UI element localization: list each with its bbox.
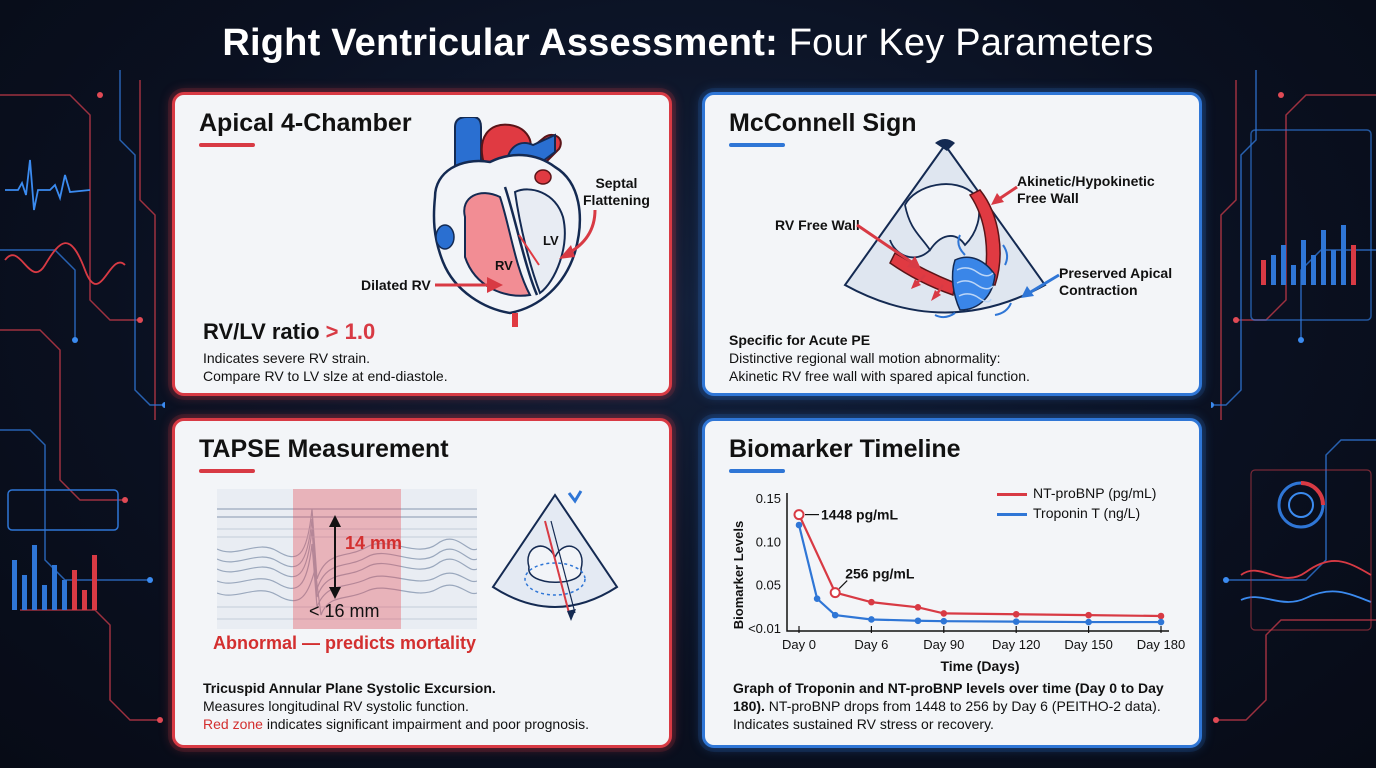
x-tick-label: Day 180 [1137,637,1185,652]
y-tick-label: 0.05 [756,578,781,593]
preserved-label-line2: Contraction [1059,282,1138,298]
chart-y-ticks: 0.15 0.10 0.05 <0.01 [748,491,781,636]
x-tick-label: Day 120 [992,637,1040,652]
legend-label: NT-proBNP (pg/mL) [1033,485,1157,501]
tapse-card-title: TAPSE Measurement [199,435,449,463]
m-mode-trace [217,489,477,629]
chart-series [793,509,1165,626]
rv-free-wall-label: RV Free Wall [775,217,860,233]
biomarker-title-underline [729,469,785,473]
biomarker-timeline-card: Biomarker Timeline 0.15 0.10 0.05 <0.01 Day… [702,418,1202,748]
heart-illustration: LV RV [432,117,581,327]
septal-label-line2: Flattening [583,192,650,208]
series-point-0 [1012,610,1020,618]
apical-description: Indicates severe RV strain. Compare RV t… [203,350,448,384]
legend-swatch [997,492,1027,496]
akinetic-arrow [991,185,1018,205]
chart-axes [786,493,1169,632]
series-point-1 [1157,618,1165,626]
series-point-0 [914,604,922,611]
chart-annotations: 1448 pg/mL 256 pg/mL [805,507,915,590]
left-decorative-panel [0,70,165,723]
series-line-0 [798,514,1162,618]
mcconnell-description: Specific for Acute PE Distinctive region… [729,332,1030,384]
y-tick-label: 0.15 [756,491,781,506]
lv-label: LV [543,233,559,248]
legend-swatch [997,512,1027,516]
akinetic-label-line2: Free Wall [1017,190,1079,206]
right-decorative-panel [1211,70,1376,723]
series-point-1 [1085,618,1092,626]
apical-card-title: Apical 4-Chamber [199,109,412,137]
free-wall-arrow [856,223,921,269]
apical-4-chamber-card: Apical 4-Chamber LV RV Septal Flattening… [172,92,672,396]
series-point-0 [793,509,805,521]
biomarker-card-title: Biomarker Timeline [729,435,961,463]
septal-label-line1: Septal [595,175,638,191]
chart-xlabel: Time (Days) [940,658,1019,674]
x-tick-label: Day 90 [923,637,964,652]
chart-x-ticks: Day 0 Day 6 Day 90 Day 120 Day 150 Day 180 [782,626,1185,652]
left-ekg-trace [5,159,91,211]
chart-axis-lines [786,493,1169,632]
series-point-0 [1085,611,1092,619]
mcconnell-title-underline [729,143,785,147]
chart-ylabel: Biomarker Levels [731,521,746,629]
series-point-0 [868,598,875,606]
tapse-value-label: 14 mm [345,533,403,553]
x-tick-label: Day 0 [782,637,816,652]
apical-title-underline [199,143,255,147]
series-point-0 [1157,612,1165,620]
series-point-1 [914,617,922,625]
rv-label: RV [495,258,513,273]
series-point-0 [940,610,948,617]
septal-arrow [559,209,597,259]
annotation-leader [838,580,848,590]
mcconnell-sign-card: McConnell Sign Akinetic/Hypokinetic Free… [702,92,1202,396]
x-tick-label: Day 150 [1064,637,1112,652]
mcconnell-card-title: McConnell Sign [729,109,917,137]
series-point-1 [795,521,803,529]
tapse-sector-illustration [491,490,619,621]
y-tick-label: 0.10 [756,534,781,549]
dilated-rv-label: Dilated RV [361,277,431,293]
series-point-0 [829,587,841,599]
dilated-rv-arrow [435,277,503,293]
akinetic-label-line1: Akinetic/Hypokinetic [1017,173,1155,189]
tapse-measurement-card: TAPSE Measurement 14 mm < 16 mm Abnormal… [172,418,672,748]
y-tick-label: <0.01 [748,621,781,636]
legend-item-0: NT-proBNP (pg/mL) [997,485,1156,501]
rv-lv-ratio: RV/LV ratio > 1.0 [203,319,376,344]
tapse-description: Tricuspid Annular Plane Systolic Excursi… [203,680,589,732]
annotation-256: 256 pg/mL [845,566,915,582]
series-point-1 [868,616,875,623]
preserved-label-line1: Preserved Apical [1059,265,1173,281]
annotation-1448: 1448 pg/mL [821,507,898,523]
series-point-1 [831,611,839,619]
series-point-1 [940,617,948,625]
series-point-1 [813,595,821,602]
biomarker-line-chart: 0.15 0.10 0.05 <0.01 Day 0 Day 6 Day 90 Day 12… [731,491,1185,674]
tapse-abnormal-label: Abnormal — predicts mortality [213,633,477,653]
series-point-1 [1012,618,1020,625]
preserved-arrow [1021,273,1060,298]
biomarker-description: Graph of Troponin and NT-proBNP levels o… [733,680,1164,732]
tapse-threshold-label: < 16 mm [309,601,380,621]
legend-label: Troponin T (ng/L) [1033,505,1141,521]
tapse-title-underline [199,469,255,473]
legend-item-1: Troponin T (ng/L) [997,505,1140,521]
page-title: Right Ventricular Assessment: Four Key P… [222,22,1154,64]
x-tick-label: Day 6 [854,637,888,652]
